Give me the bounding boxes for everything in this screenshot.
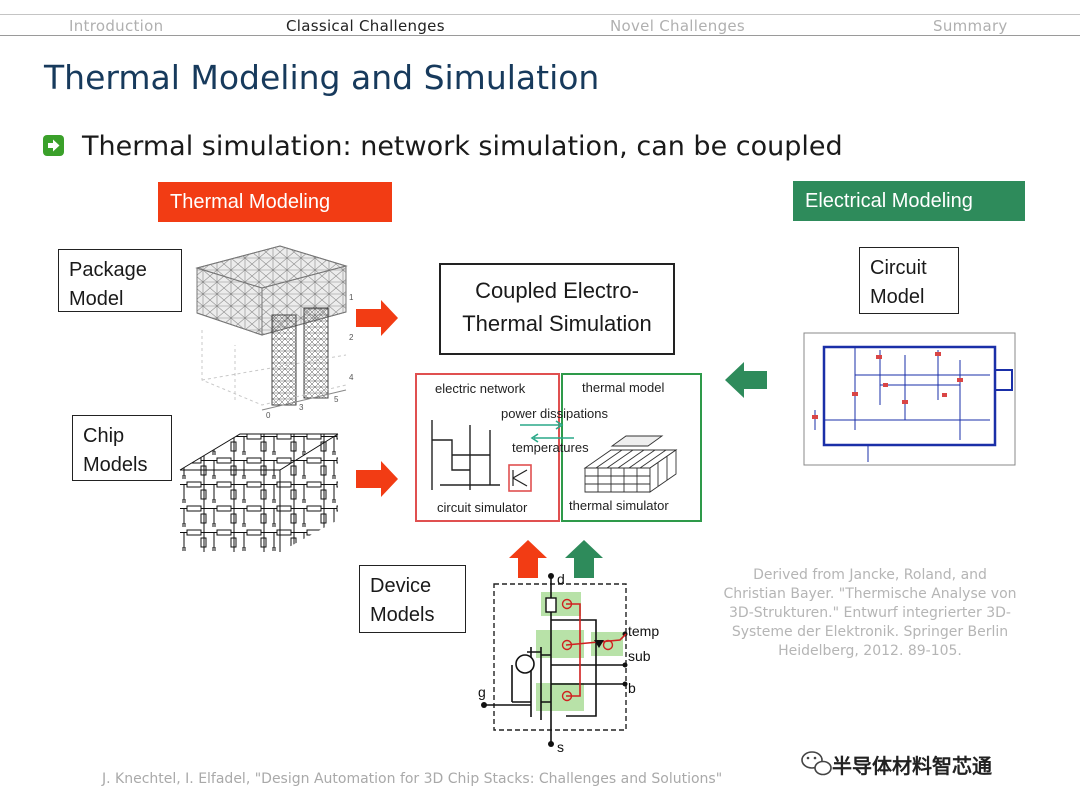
chip-to-coupling-arrow: [356, 461, 398, 497]
arrow-right-bullet-icon: [43, 135, 64, 156]
package-axis-tick: 5: [334, 395, 339, 404]
thermal-modeling-banner: Thermal Modeling: [158, 182, 392, 222]
power-dissipations-label: power dissipations: [501, 406, 608, 421]
package-axis-tick: 2: [349, 333, 354, 342]
circuit-simulator-label: circuit simulator: [437, 500, 528, 515]
terminal-b-label: b: [628, 680, 636, 696]
slide-title: Thermal Modeling and Simulation: [44, 58, 600, 97]
thermal-model-label: thermal model: [582, 380, 664, 395]
arrow-glyph: [48, 139, 60, 152]
terminal-temp-label: temp: [628, 623, 659, 639]
chip-models-label-line1: Chip: [83, 425, 125, 447]
temperatures-label: temperatures: [512, 440, 589, 455]
coupled-simulation-box: Coupled Electro- Thermal Simulation: [439, 263, 675, 355]
device-schematic-figure: d temp sub b g s: [478, 571, 659, 755]
coupled-simulation-label-line1: Coupled Electro-: [475, 278, 639, 303]
citation-line: Derived from Jancke, Roland, and: [753, 567, 987, 583]
package-to-coupling-arrow: [356, 300, 398, 336]
device-models-label-line1: Device: [370, 575, 432, 597]
terminal-g-label: g: [478, 684, 486, 700]
electric-network-label: electric network: [435, 381, 526, 396]
terminal-s-label: s: [557, 739, 564, 755]
nav-top-divider: [0, 14, 1080, 15]
top-navigation: Introduction Classical Challenges Novel …: [0, 0, 1080, 36]
device-to-thermal-arrow: [565, 540, 603, 578]
circuit-to-coupling-arrow: [725, 362, 767, 398]
terminal-d-label: d: [557, 571, 565, 587]
device-to-electric-arrow: [509, 540, 547, 578]
bullet-text: Thermal simulation: network simulation, …: [82, 131, 843, 162]
citation-line: Heidelberg, 2012. 89-105.: [778, 643, 962, 659]
citation-note: Derived from Jancke, Roland, and Christi…: [690, 566, 1050, 661]
terminal-sub-label: sub: [628, 648, 651, 664]
circuit-schematic-figure: [803, 332, 1016, 466]
nav-item-introduction[interactable]: Introduction: [69, 17, 164, 35]
package-axis-tick: 3: [299, 403, 304, 412]
nav-item-classical-challenges[interactable]: Classical Challenges: [286, 17, 445, 35]
chip-models-label-line2: Models: [83, 454, 148, 476]
circuit-model-label-line2: Model: [870, 286, 925, 308]
nav-item-summary[interactable]: Summary: [933, 17, 1008, 35]
package-model-box: Package Model: [58, 249, 182, 312]
electrical-modeling-banner: Electrical Modeling: [793, 181, 1025, 221]
citation-line: Systeme der Elektronik. Springer Berlin: [731, 624, 1009, 640]
wechat-icon: [801, 751, 832, 776]
coupling-diagram: electric network thermal model power dis…: [415, 373, 702, 522]
package-model-label-line2: Model: [69, 288, 124, 310]
package-axis-tick: 0: [266, 411, 271, 420]
slide-footer: J. Knechtel, I. Elfadel, "Design Automat…: [102, 771, 723, 787]
device-models-label-line2: Models: [370, 604, 435, 626]
nav-bottom-divider: [0, 35, 1080, 36]
package-model-label-line1: Package: [69, 259, 147, 281]
package-axis-tick: 1: [349, 293, 354, 302]
coupled-simulation-label-line2: Thermal Simulation: [462, 311, 652, 336]
citation-line: 3D-Strukturen." Entwurf integrierter 3D-: [729, 605, 1011, 621]
citation-line: Christian Bayer. "Thermische Analyse von: [723, 586, 1017, 602]
package-model-figure: 0 3 5 1 2 4: [195, 245, 354, 420]
chip-models-figure: [179, 433, 339, 552]
device-models-box: Device Models: [359, 565, 466, 633]
thermal-simulator-label: thermal simulator: [569, 498, 669, 513]
chip-models-box: Chip Models: [72, 415, 172, 481]
circuit-model-label-line1: Circuit: [870, 257, 927, 279]
package-axis-tick: 4: [349, 373, 354, 382]
circuit-model-box: Circuit Model: [859, 247, 959, 314]
watermark-text: 半导体材料智芯通: [832, 754, 992, 778]
nav-item-novel-challenges[interactable]: Novel Challenges: [610, 17, 746, 35]
